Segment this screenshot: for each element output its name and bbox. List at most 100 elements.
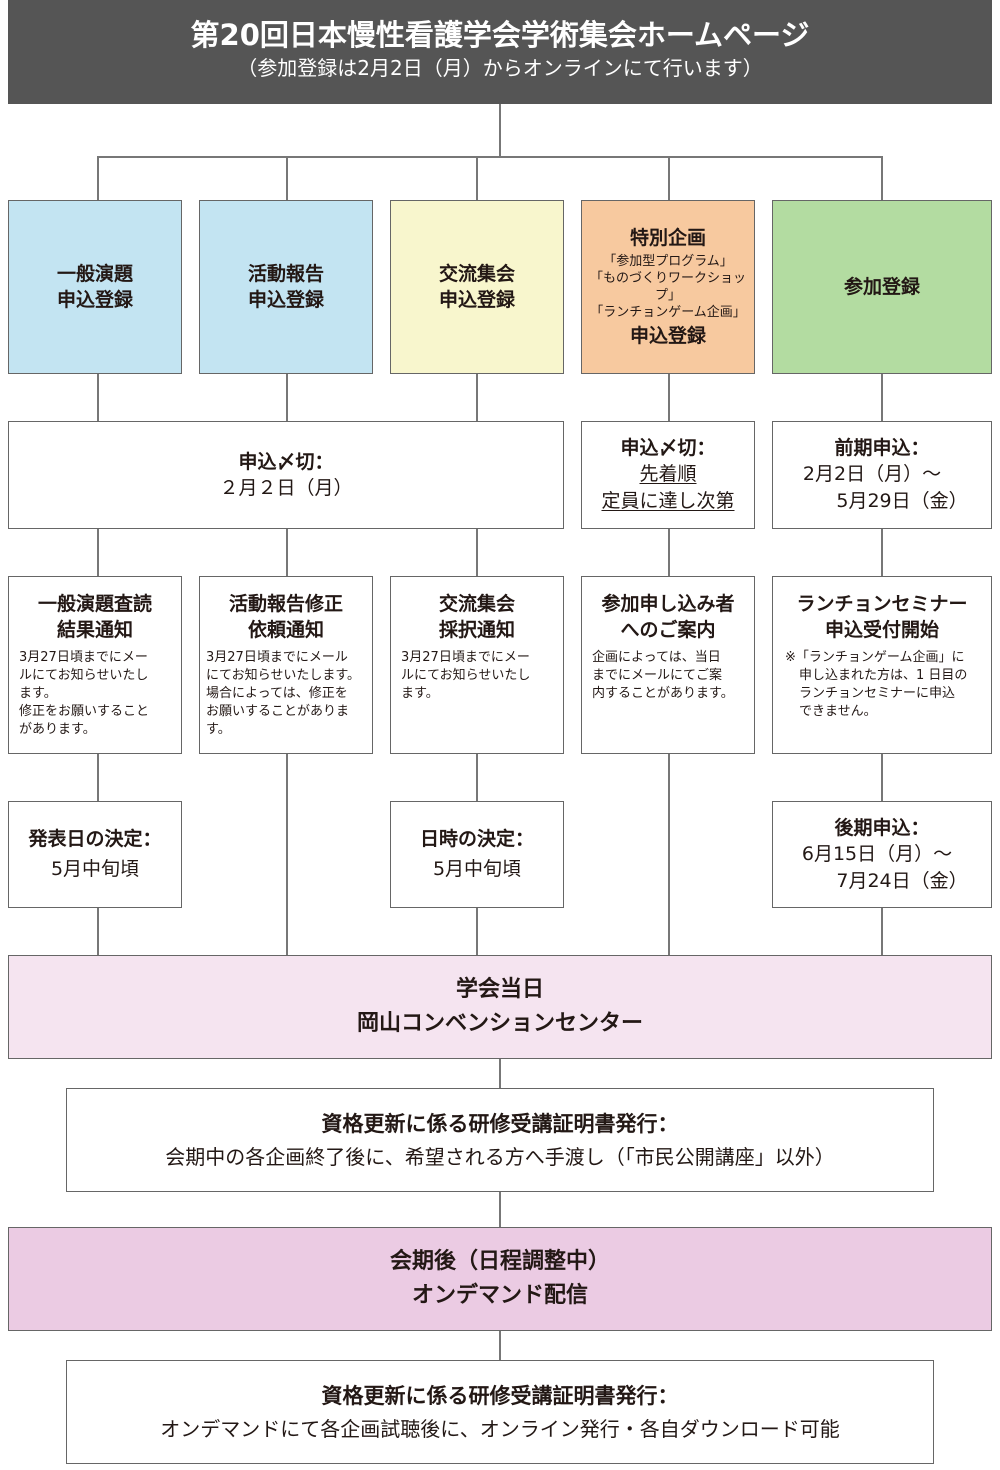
certificate-body: オンデマンドにて各企画試聴後に、オンライン発行・各自ダウンロード可能 <box>160 1417 840 1441</box>
notice-line: 修正をお願いすること <box>19 704 150 719</box>
notice-line: できません。 <box>799 704 877 719</box>
notice-line: 3月27日頃までにメー <box>401 650 530 665</box>
activity-revision-notice: 活動報告修正 依頼通知 3月27日頃までにメールにてお知らせいたします。場合によ… <box>199 576 373 754</box>
header-subtitle: （参加登録は2月2日（月）からオンラインにて行います） <box>237 56 763 80</box>
deadline-value: ２月２日（月） <box>219 476 353 499</box>
notice-line: にてお知らせいたします。 <box>206 668 361 683</box>
box-label: 参加登録 <box>843 276 920 298</box>
early-registration-box: 前期申込： 2月2日（月）～ 5月29日（金） <box>772 421 992 529</box>
notice-title: 参加申し込み者 <box>601 593 735 615</box>
conference-day-box: 学会当日 岡山コンベンションセンター <box>8 955 992 1059</box>
box-label: 交流集会 <box>438 263 515 285</box>
deadline-title: 申込〆切： <box>620 437 716 459</box>
period-end: 5月29日（金） <box>836 490 968 512</box>
schedule-date-box: 日時の決定： 5月中旬頃 <box>390 801 564 908</box>
notice-line: ルにてお知らせいたし <box>19 668 149 683</box>
certificate-title: 資格更新に係る研修受講証明書発行： <box>321 1384 679 1408</box>
notice-line: 3月27日頃までにメー <box>19 650 148 665</box>
box-label: 活動報告 <box>247 263 324 285</box>
decision-title: 日時の決定： <box>419 828 534 850</box>
notice-line: 内することがあります。 <box>592 686 734 701</box>
decision-value: 5月中旬頃 <box>50 858 140 880</box>
on-demand-box: 会期後（日程調整中） オンデマンド配信 <box>8 1227 992 1331</box>
certificate-onsite-box: 資格更新に係る研修受講証明書発行： 会期中の各企画終了後に、希望される方へ手渡し… <box>66 1088 934 1192</box>
notice-line: 場合によっては、修正を <box>206 686 348 701</box>
notice-line: ランチョンセミナーに申込 <box>799 686 956 701</box>
notice-title: へのご案内 <box>620 619 716 641</box>
period-start: 6月15日（月）～ <box>801 842 953 865</box>
notice-line: ルにてお知らせいたし <box>401 668 531 683</box>
exchange-acceptance-notice: 交流集会 採択通知 3月27日頃までにメールにてお知らせいたします。 <box>390 576 564 754</box>
period-start: 2月2日（月）～ <box>802 463 942 485</box>
period-title: 後期申込： <box>834 816 930 839</box>
box-note: 「参加型プログラム」 <box>603 254 733 269</box>
box-label: 申込登録 <box>629 325 706 347</box>
header-title: 第20回日本慢性看護学会学術集会ホームページ <box>190 18 810 52</box>
certificate-title: 資格更新に係る研修受講証明書発行： <box>321 1112 679 1136</box>
luncheon-seminar-start: ランチョンセミナー 申込受付開始 ※「ランチョンゲーム企画」に申し込まれた方は、… <box>772 576 992 754</box>
notice-title: 一般演題査読 <box>37 593 152 615</box>
connector-line <box>668 156 670 956</box>
notice-line: 申し込まれた方は、1 日目の <box>799 668 968 683</box>
special-deadline-box: 申込〆切： 先着順 定員に達し次第 <box>581 421 755 529</box>
connector-line <box>499 1059 501 1361</box>
box-label: 申込登録 <box>247 289 324 311</box>
connector-line <box>286 156 288 956</box>
exchange-meeting-registration[interactable]: 交流集会 申込登録 <box>390 200 564 374</box>
participant-guidance: 参加申し込み者 へのご案内 企画によっては、当日までにメールにてご案内することが… <box>581 576 755 754</box>
notice-title: 交流集会 <box>438 593 515 615</box>
period-title: 前期申込： <box>834 437 930 459</box>
notice-line: ます。 <box>401 686 439 701</box>
notice-title: 申込受付開始 <box>824 619 939 641</box>
venue-name: 岡山コンベンションセンター <box>356 1011 643 1036</box>
notice-line: 企画によっては、当日 <box>592 650 721 665</box>
late-registration-box: 後期申込： 6月15日（月）～ 7月24日（金） <box>772 801 992 908</box>
activity-report-registration[interactable]: 活動報告 申込登録 <box>199 200 373 374</box>
notice-line: ※「ランチョンゲーム企画」に <box>785 650 965 665</box>
notice-line: があります。 <box>19 722 96 737</box>
notice-body: ※「ランチョンゲーム企画」に申し込まれた方は、1 日目のランチョンセミナーに申込… <box>773 643 991 721</box>
connector-line <box>881 156 883 956</box>
period-end: 7月24日（金） <box>836 869 968 892</box>
notice-body: 3月27日頃までにメールにてお知らせいたします。 <box>391 643 563 703</box>
deadline-value: 先着順 <box>639 463 697 485</box>
connector-line <box>499 104 501 156</box>
box-label: 申込登録 <box>56 289 133 311</box>
box-note: 「ものづくりワークショップ」 <box>589 271 746 303</box>
decision-value: 5月中旬頃 <box>432 858 522 880</box>
box-label: 特別企画 <box>629 227 706 249</box>
notice-body: 3月27日頃までにメールにてお知らせいたします。場合によっては、修正をお願いする… <box>200 643 372 739</box>
notice-line: ます。 <box>19 686 57 701</box>
after-title: 会期後（日程調整中） <box>389 1249 610 1274</box>
general-review-notice: 一般演題査読 結果通知 3月27日頃までにメールにてお知らせいたします。修正をお… <box>8 576 182 754</box>
box-label: 申込登録 <box>438 289 515 311</box>
certificate-body: 会期中の各企画終了後に、希望される方へ手渡し（「市民公開講座」以外） <box>165 1145 835 1169</box>
decision-title: 発表日の決定： <box>28 828 162 850</box>
general-abstract-registration[interactable]: 一般演題 申込登録 <box>8 200 182 374</box>
notice-title: 依頼通知 <box>247 619 324 641</box>
page-header: 第20回日本慢性看護学会学術集会ホームページ （参加登録は2月2日（月）からオン… <box>8 0 992 104</box>
deadline-title: 申込〆切： <box>238 450 334 473</box>
notice-body: 企画によっては、当日までにメールにてご案内することがあります。 <box>582 643 754 703</box>
notice-body: 3月27日頃までにメールにてお知らせいたします。修正をお願いすることがあります。 <box>9 643 181 739</box>
connector-line <box>97 156 883 158</box>
participant-registration[interactable]: 参加登録 <box>772 200 992 374</box>
venue-title: 学会当日 <box>455 977 544 1002</box>
notice-line: 3月27日頃までにメール <box>206 650 348 665</box>
special-program-registration[interactable]: 特別企画 「参加型プログラム」 「ものづくりワークショップ」 「ランチョンゲーム… <box>581 200 755 374</box>
connector-line <box>476 156 478 956</box>
presentation-date-box: 発表日の決定： 5月中旬頃 <box>8 801 182 908</box>
notice-title: ランチョンセミナー <box>796 593 968 615</box>
notice-title: 活動報告修正 <box>228 593 343 615</box>
box-label: 一般演題 <box>56 263 133 285</box>
notice-line: お願いすることがあります。 <box>206 704 350 737</box>
notice-line: までにメールにてご案 <box>592 668 723 683</box>
box-note: 「ランチョンゲーム企画」 <box>590 305 746 320</box>
after-subtitle: オンデマンド配信 <box>411 1283 588 1308</box>
certificate-online-box: 資格更新に係る研修受講証明書発行： オンデマンドにて各企画試聴後に、オンライン発… <box>66 1360 934 1464</box>
notice-title: 結果通知 <box>56 619 133 641</box>
connector-line <box>97 156 99 956</box>
notice-title: 採択通知 <box>438 619 515 641</box>
deadline-value: 定員に達し次第 <box>601 490 735 512</box>
deadline-box: 申込〆切： ２月２日（月） <box>8 421 564 529</box>
